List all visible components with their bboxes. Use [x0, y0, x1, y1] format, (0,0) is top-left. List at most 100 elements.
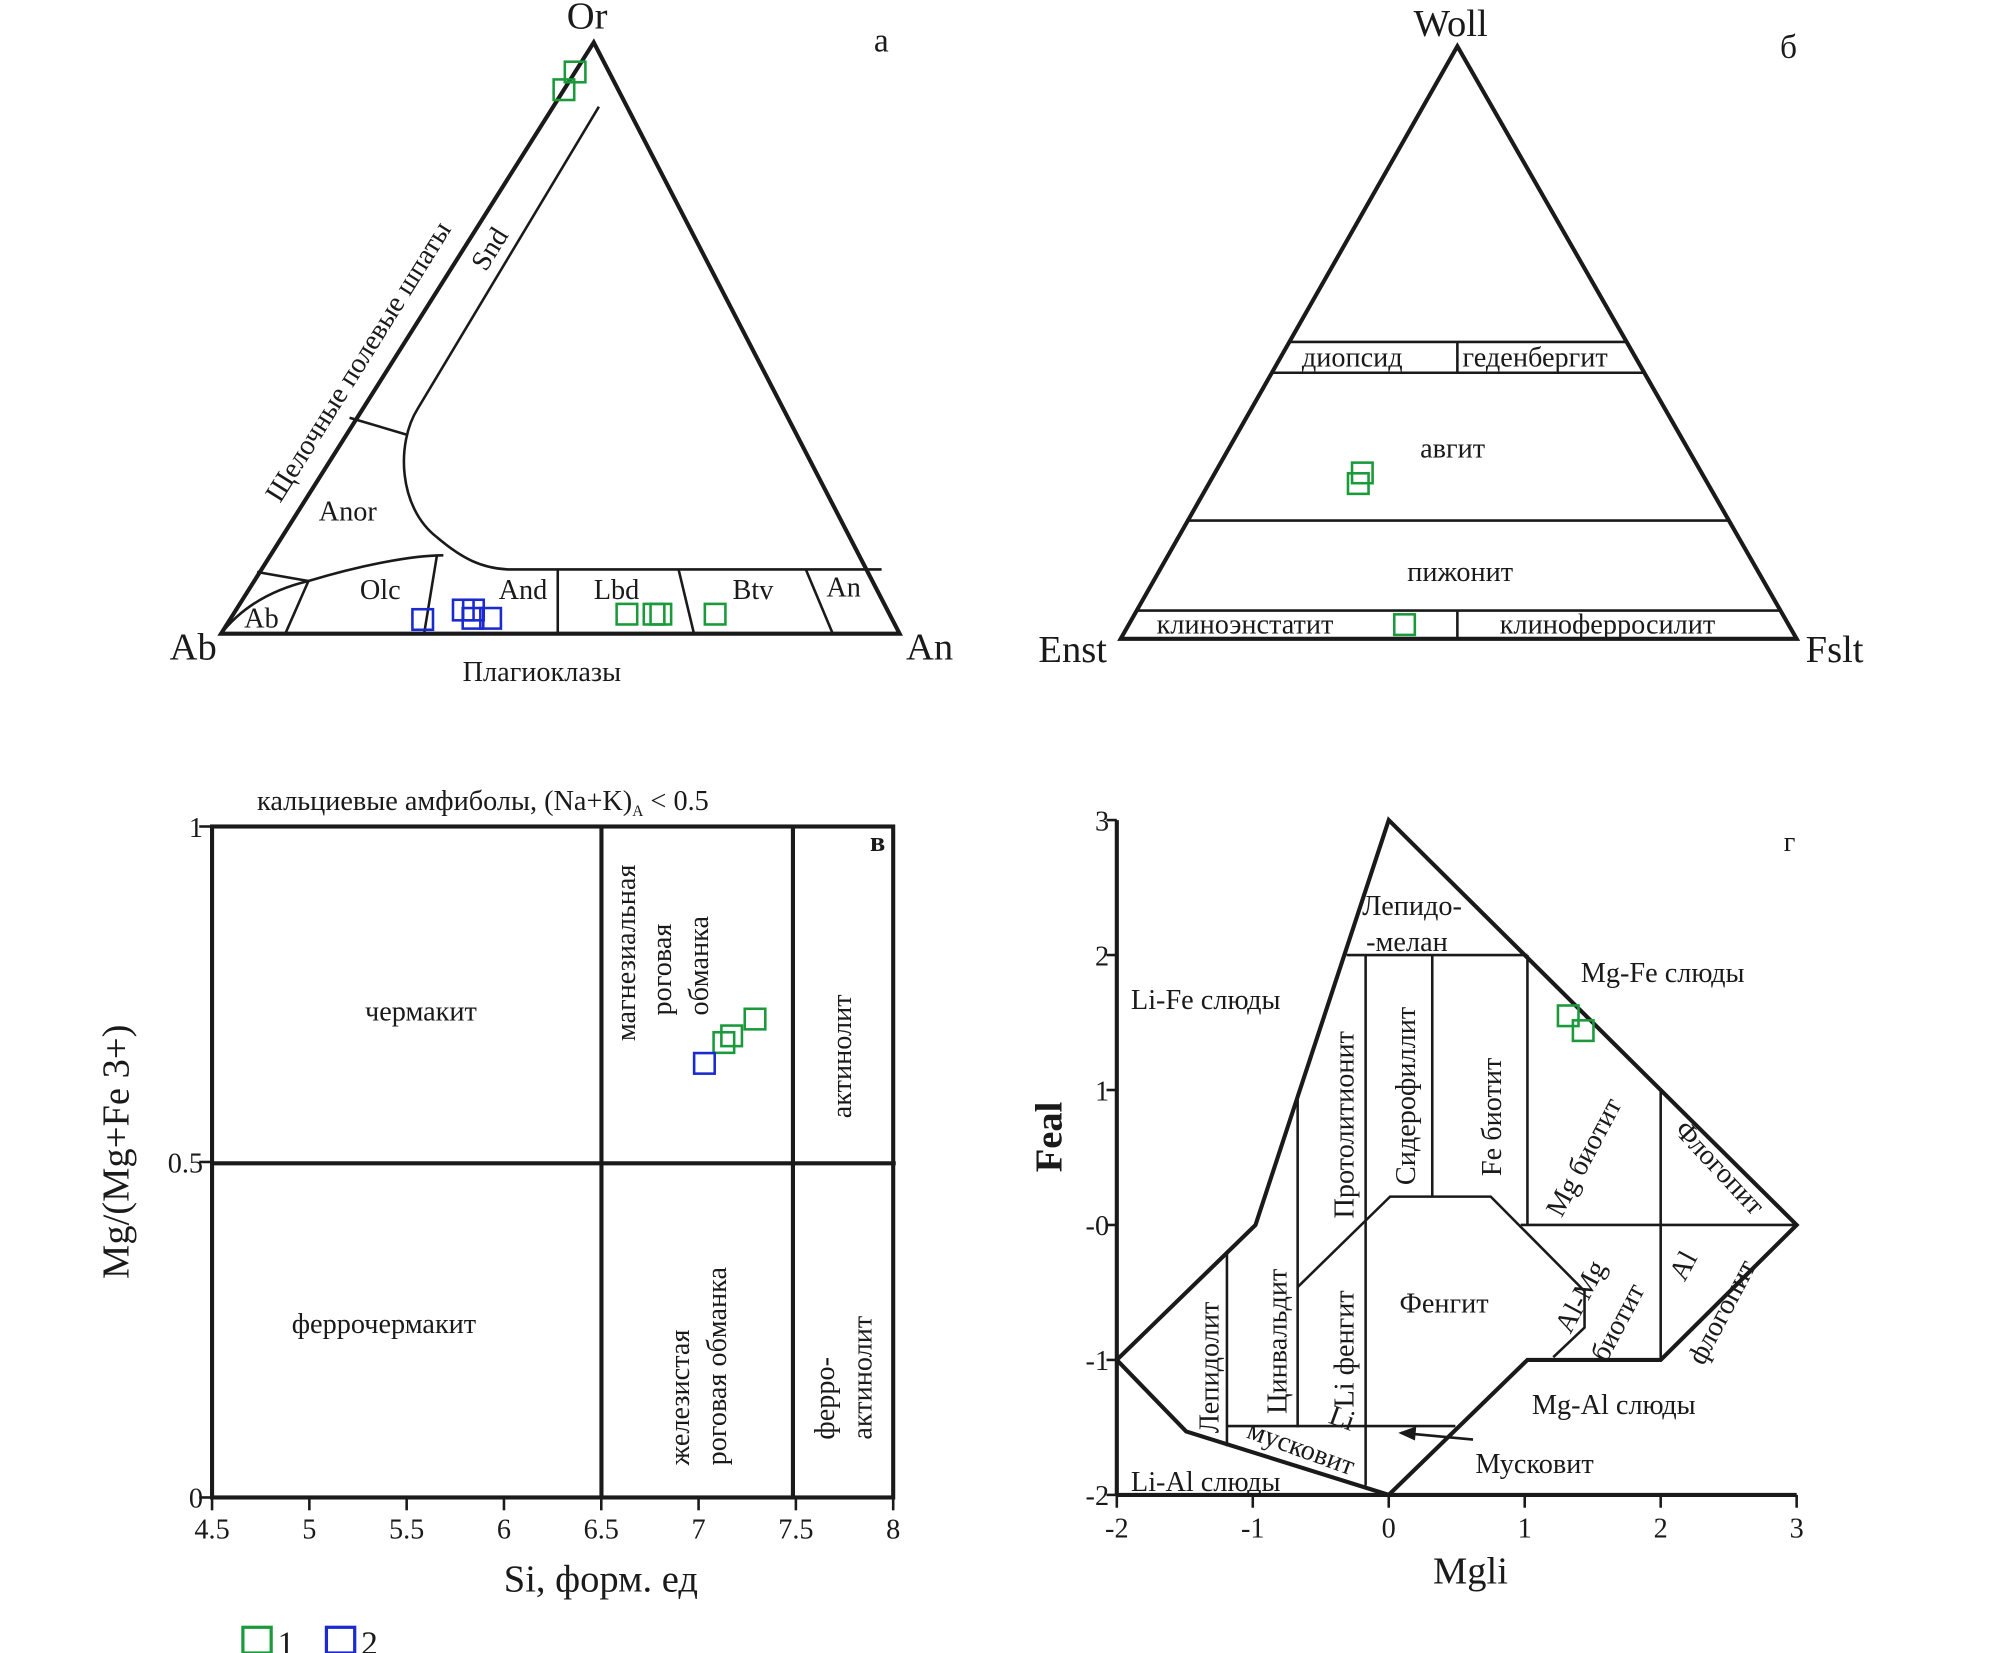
x-tick-label: 1 [1518, 1513, 1532, 1544]
field-label-ferrotschermakite: феррочермакит [292, 1309, 476, 1340]
field-label-ferroactinolite-1: ферро- [810, 1357, 841, 1440]
field-label-mg-hornblende-2: роговая [647, 924, 678, 1016]
x-tick-label: 5.5 [389, 1515, 424, 1546]
x-tick-label: 6.5 [584, 1515, 619, 1546]
y-tick-label: 2 [1095, 941, 1109, 972]
field-label-li-fe: Li-Fe слюды [1131, 985, 1281, 1016]
field-label-hedenbergite: геденбергит [1463, 342, 1608, 373]
field-label-protolithionite: Протолитионит [1329, 1031, 1360, 1219]
legend-label-2: 2 [361, 1625, 378, 1653]
y-tick-label: 0.5 [168, 1148, 203, 1179]
field-label-actinolite: актинолит [827, 994, 858, 1118]
x-tick-label: 0 [1382, 1513, 1396, 1544]
field-label-anor: Anor [319, 497, 378, 528]
field-boundary-lbd-btv [677, 569, 696, 634]
field-label-siderophyllite: Сидерофиллит [1391, 1007, 1422, 1185]
vertex-fslt: Fslt [1806, 629, 1864, 671]
data-point-square [1346, 472, 1370, 496]
data-point-square [649, 602, 673, 626]
field-label-li-al: Li-Al слюды [1131, 1467, 1281, 1498]
y-tick-label: -2 [1086, 1481, 1110, 1512]
field-label-olc: Olc [360, 575, 401, 606]
field-boundary-anor [349, 416, 407, 436]
panel-v-title: кальциевые амфиболы, (Na+K)A < 0.5 [257, 786, 709, 820]
data-point-square [1392, 613, 1417, 637]
legend: 1 2 [241, 1625, 378, 1653]
data-point-square [642, 602, 666, 626]
field-boundary-snd [402, 106, 882, 571]
edge-label-alkali-feldspars: Щелочные полевые шпаты [260, 216, 458, 507]
field-label-fe-biotite: Fe биотит [1477, 1058, 1508, 1176]
x-tick-label: 7 [692, 1515, 706, 1546]
field-label-mg-biotite: Mg биотит [1540, 1093, 1628, 1222]
field-label-and: And [499, 575, 548, 606]
panel-g-ticks: -2 -1 0 1 2 3 -2 -1 -0 1 2 3 [1086, 806, 1804, 1544]
field-label-fe-hornblende-2: роговая обманка [702, 1267, 733, 1466]
x-tick-label: -2 [1105, 1513, 1129, 1544]
x-tick-label: 8 [886, 1515, 900, 1546]
triangle-outline [217, 38, 903, 636]
legend-swatch-1 [241, 1625, 273, 1653]
y-tick-label: -1 [1086, 1346, 1110, 1377]
y-tick-label: 1 [1095, 1076, 1109, 1107]
field-label-mg-hornblende-1: магнезиальная [611, 865, 642, 1042]
panel-g-mica: г Лепидо- -мелан Li-Fe слюды Mg-Fe слюды… [1029, 806, 1804, 1592]
vertex-ab: Ab [170, 626, 217, 668]
panel-g-fields [1113, 816, 1800, 1498]
field-label-mg-fe: Mg-Fe слюды [1581, 958, 1745, 989]
data-point-square [552, 78, 576, 102]
field-boundary-olc-and [422, 555, 439, 634]
field-boundary-btv-an [804, 568, 834, 635]
field-label-muscovite: Мусковит [1475, 1449, 1593, 1480]
field-boundary-ab [284, 580, 310, 635]
field-label-li-phengite: Li фенгит [1329, 1290, 1360, 1407]
field-label-diopside: диопсид [1302, 342, 1403, 373]
field-label-lepidomelane-1: Лепидо- [1362, 891, 1462, 922]
field-boundary-olc [220, 553, 444, 635]
field-label-pigeonite: пижонит [1407, 557, 1513, 588]
field-label-al-phlogopite-1: Al [1663, 1246, 1704, 1286]
data-point-square [461, 606, 485, 630]
data-point-square [712, 1030, 736, 1055]
field-label-tschermakite: чермакит [365, 997, 477, 1028]
panel-g-points [1556, 1004, 1595, 1043]
data-point-square [479, 606, 503, 630]
field-label-clinoenstatite: клиноэнстатит [1157, 610, 1334, 641]
panel-letter-v: в [870, 827, 885, 858]
field-label-zinnwaldite: Цинвальдит [1262, 1269, 1293, 1414]
field-label-lepidolite: Лепидолит [1194, 1302, 1225, 1434]
panel-letter-a: а [874, 22, 889, 59]
title-tail: < 0.5 [643, 786, 708, 817]
panel-b-points [1346, 461, 1417, 637]
vertex-enst: Enst [1038, 629, 1107, 671]
field-boundary-ab-top [256, 570, 309, 583]
field-label-mg-al: Mg-Al слюды [1532, 1390, 1696, 1421]
x-tick-label: 7.5 [778, 1515, 813, 1546]
field-label-an: An [826, 572, 861, 603]
data-point-square [1556, 1004, 1580, 1028]
y-axis-label: Feal [1029, 1101, 1071, 1172]
field-label-lbd: Lbd [594, 575, 640, 606]
x-axis-label: Si, форм. ед [504, 1558, 698, 1600]
vertex-or: Or [567, 0, 608, 37]
field-label-lepidomelane-2: -мелан [1366, 927, 1448, 958]
edge-label-plagioclases: Плагиоклазы [463, 657, 621, 688]
field-label-ferroactinolite-2: актинолит [847, 1316, 878, 1440]
field-label-phlogopite: Флогопит [1668, 1115, 1770, 1222]
field-label-ab: Ab [244, 603, 279, 634]
vertex-woll: Woll [1414, 3, 1488, 45]
field-label-augite: авгит [1420, 434, 1485, 465]
field-label-mg-hornblende-3: обманка [684, 916, 715, 1016]
panel-v-amphibole: кальциевые амфиболы, (Na+K)A < 0.5 в чер… [96, 786, 901, 1601]
x-tick-label: 2 [1654, 1513, 1668, 1544]
x-tick-label: 3 [1790, 1513, 1804, 1544]
field-label-btv: Btv [733, 575, 775, 606]
x-tick-label: -1 [1241, 1513, 1265, 1544]
data-point-square [692, 1051, 716, 1075]
y-tick-label: 0 [189, 1484, 203, 1515]
y-tick-label: -0 [1086, 1211, 1110, 1242]
data-point-square [743, 1007, 767, 1031]
y-tick-label: 3 [1095, 806, 1109, 837]
